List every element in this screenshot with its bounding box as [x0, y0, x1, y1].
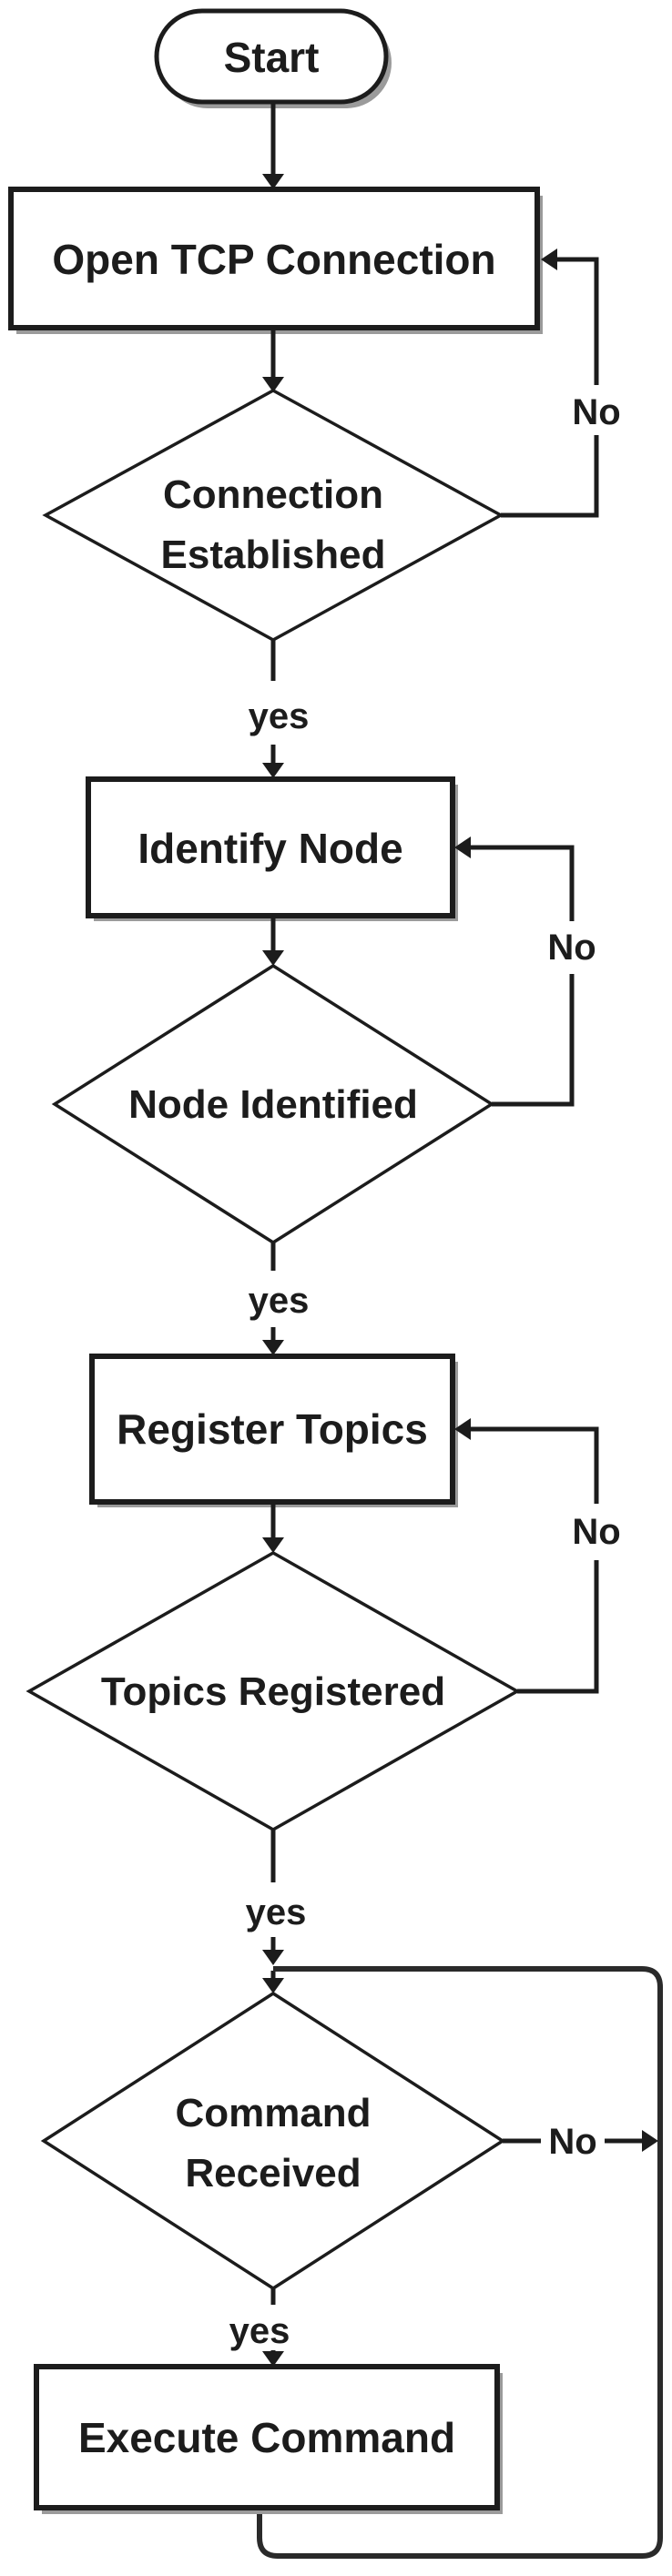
- conn-established-label-line1: Connection: [163, 472, 383, 517]
- no-label-4: No: [548, 2122, 596, 2162]
- edge-no-loop-3: [466, 1426, 599, 1694]
- execute-command-node: Execute Command: [34, 2364, 503, 2514]
- node-identified-label: Node Identified: [128, 1082, 418, 1127]
- identify-node-label: Identify Node: [137, 825, 402, 872]
- no-label-1: No: [572, 392, 620, 432]
- yes-label-2: yes: [249, 1281, 310, 1321]
- arrowhead-into-topics-registered: [262, 1537, 284, 1553]
- no-label-3: No: [572, 1512, 620, 1552]
- arrowhead-no-loop-1: [541, 248, 557, 270]
- open-tcp-node: Open TCP Connection: [8, 187, 543, 334]
- arrowhead-no-loop-2: [454, 837, 471, 858]
- open-tcp-label: Open TCP Connection: [52, 236, 495, 283]
- arrowhead-no-4: [642, 2130, 658, 2152]
- conn-established-node: Connection Established: [42, 389, 504, 642]
- no-label-2: No: [547, 928, 596, 968]
- topics-registered-label: Topics Registered: [101, 1669, 445, 1714]
- arrowhead-into-execute-command: [262, 2351, 284, 2367]
- start-node: Start: [154, 8, 392, 108]
- execute-command-label: Execute Command: [78, 2414, 455, 2461]
- arrowhead-into-junction: [262, 1950, 284, 1965]
- node-identified-node: Node Identified: [51, 963, 495, 1245]
- start-node-label: Start: [224, 34, 320, 81]
- arrowhead-into-identify-node: [262, 763, 284, 778]
- edge-no-loop-1: [501, 257, 599, 518]
- yes-label-4: yes: [229, 2311, 290, 2351]
- topics-registered-node: Topics Registered: [25, 1550, 521, 1832]
- arrowhead-into-open-tcp: [262, 174, 284, 189]
- register-topics-label: Register Topics: [117, 1405, 428, 1453]
- edge-no-loop-2: [466, 845, 575, 1107]
- execute-command-shape: [34, 2364, 500, 2510]
- register-topics-node: Register Topics: [89, 1354, 458, 1507]
- arrowhead-into-node-identified: [262, 950, 284, 966]
- command-received-label-line1: Command: [175, 2091, 371, 2135]
- yes-label-1: yes: [249, 696, 310, 736]
- arrowhead-no-loop-3: [454, 1418, 471, 1440]
- command-received-node: Command Received: [40, 1991, 506, 2291]
- edge-loop-back: [257, 1966, 663, 2559]
- arrowhead-into-register-topics: [262, 1340, 284, 1355]
- register-topics-shape: [89, 1354, 455, 1505]
- start-node-shape: [154, 8, 389, 105]
- conn-established-label-line2: Established: [161, 532, 386, 577]
- arrowhead-into-command-received: [262, 1978, 284, 1993]
- command-received-label-line2: Received: [185, 2151, 361, 2196]
- command-received-shape: [40, 1991, 506, 2291]
- yes-label-3: yes: [246, 1892, 307, 1932]
- identify-node-shape: [86, 776, 455, 918]
- arrowhead-into-conn-established: [262, 377, 284, 392]
- identify-node-node: Identify Node: [86, 776, 458, 921]
